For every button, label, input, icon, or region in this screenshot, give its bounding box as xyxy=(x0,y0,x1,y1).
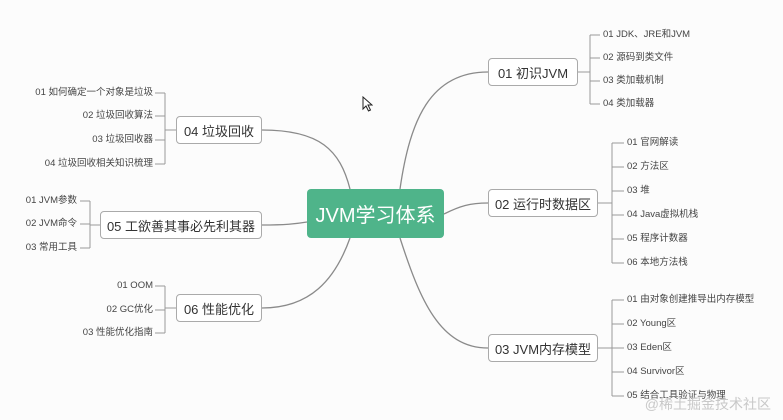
branch-node-01[interactable]: 01 初识JVM xyxy=(488,58,578,86)
branch-node-04[interactable]: 04 垃圾回收 xyxy=(176,116,262,144)
watermark: @稀土掘金技术社区 xyxy=(644,396,771,412)
leaf-02-05[interactable]: 05 程序计数器 xyxy=(627,233,688,244)
leaf-02-03[interactable]: 03 堆 xyxy=(627,185,650,196)
leaf-01-04[interactable]: 04 类加载器 xyxy=(603,98,655,109)
leaf-03-02[interactable]: 02 Young区 xyxy=(627,318,677,329)
branch-node-05[interactable]: 05 工欲善其事必先利其器 xyxy=(100,211,262,239)
branch-node-03[interactable]: 03 JVM内存模型 xyxy=(488,334,598,362)
leaf-05-02[interactable]: 02 JVM命令 xyxy=(25,218,77,229)
leaf-02-04[interactable]: 04 Java虚拟机栈 xyxy=(627,209,699,220)
leaf-03-01[interactable]: 01 由对象创建推导出内存模型 xyxy=(627,294,755,305)
leaf-03-03[interactable]: 03 Eden区 xyxy=(627,342,672,353)
leaf-04-01[interactable]: 01 如何确定一个对象是垃圾 xyxy=(35,87,153,98)
branch-node-02[interactable]: 02 运行时数据区 xyxy=(488,189,598,217)
leaf-02-01[interactable]: 01 官网解读 xyxy=(627,137,679,148)
root-node[interactable]: JVM学习体系 xyxy=(307,189,444,238)
leaf-04-04[interactable]: 04 垃圾回收相关知识梳理 xyxy=(44,158,153,169)
leaf-04-03[interactable]: 03 垃圾回收器 xyxy=(92,134,153,145)
leaf-06-02[interactable]: 02 GC优化 xyxy=(106,304,153,315)
leaf-01-02[interactable]: 02 源码到类文件 xyxy=(603,52,674,63)
leaf-02-06[interactable]: 06 本地方法栈 xyxy=(627,257,688,268)
leaf-05-03[interactable]: 03 常用工具 xyxy=(25,242,77,253)
leaf-03-05[interactable]: 05 结合工具验证与物理 xyxy=(627,390,726,401)
leaf-01-01[interactable]: 01 JDK、JRE和JVM xyxy=(603,29,691,40)
leaf-05-01[interactable]: 01 JVM参数 xyxy=(25,195,77,206)
branch-node-06[interactable]: 06 性能优化 xyxy=(176,294,262,322)
leaf-04-02[interactable]: 02 垃圾回收算法 xyxy=(82,110,153,121)
mouse-cursor-icon xyxy=(362,96,373,112)
leaf-06-03[interactable]: 03 性能优化指南 xyxy=(82,327,153,338)
leaf-01-03[interactable]: 03 类加载机制 xyxy=(603,75,664,86)
leaf-02-02[interactable]: 02 方法区 xyxy=(627,161,669,172)
leaf-03-04[interactable]: 04 Survivor区 xyxy=(627,366,685,377)
leaf-06-01[interactable]: 01 OOM xyxy=(117,280,153,291)
